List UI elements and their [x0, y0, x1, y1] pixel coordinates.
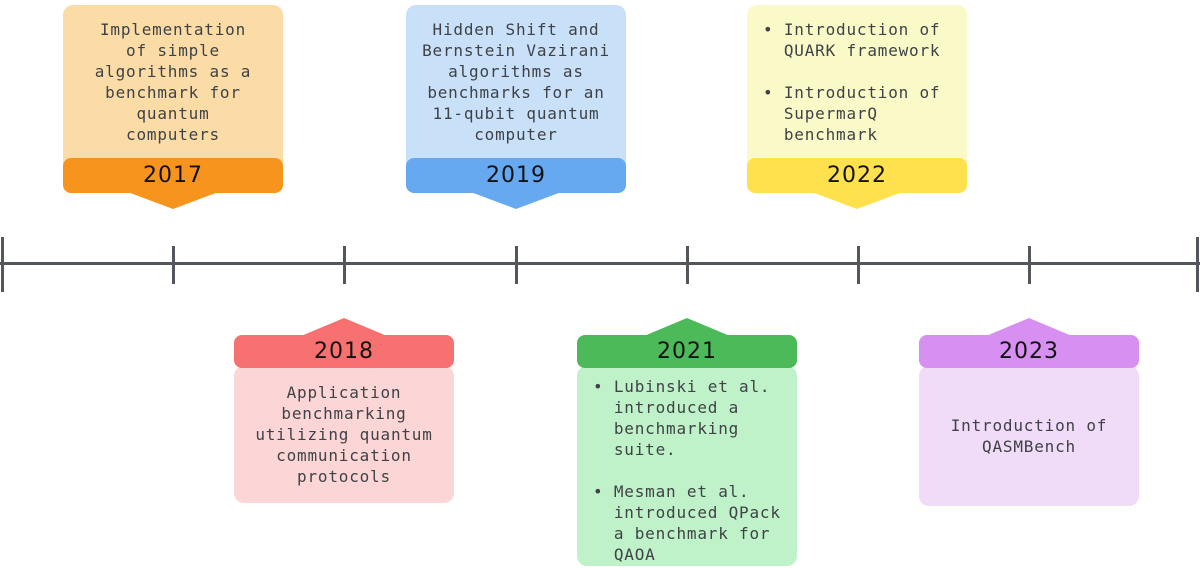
event-2022-year-band: 2022 [747, 158, 967, 193]
event-2023-year-band: 2023 [919, 335, 1139, 368]
event-2017-pointer-icon [125, 191, 221, 209]
axis-tick-2018 [343, 246, 346, 284]
axis-tick-2021 [686, 246, 689, 284]
event-2021-pointer-icon [644, 318, 730, 336]
event-2022-description: • Introduction of QUARK framework • Intr… [763, 20, 941, 144]
event-2018-pointer-icon [301, 318, 387, 336]
event-2022: • Introduction of QUARK framework • Intr… [747, 5, 967, 210]
event-2023-year-label: 2023 [999, 339, 1059, 364]
event-2018-description: Application benchmarking utilizing quant… [255, 383, 433, 486]
event-2019-year-band: 2019 [406, 158, 626, 193]
event-2018: 2018 Application benchmarking utilizing … [234, 318, 454, 568]
event-2019-description: Hidden Shift and Bernstein Vazirani algo… [422, 19, 610, 144]
event-2022-pointer-icon [809, 191, 905, 209]
axis-tick-2019 [515, 246, 518, 284]
event-2017-description: Implementation of simple algorithms as a… [94, 19, 252, 144]
event-2023-description-panel: Introduction of QASMBench [919, 366, 1139, 506]
event-2018-description-panel: Application benchmarking utilizing quant… [234, 366, 454, 503]
event-2017-year-label: 2017 [143, 163, 203, 188]
axis-tick-2022 [857, 246, 860, 284]
event-2019: Hidden Shift and Bernstein Vazirani algo… [406, 5, 626, 210]
axis-tick-start [1, 237, 4, 292]
axis-tick-2017 [172, 246, 175, 284]
timeline-axis-line [0, 262, 1200, 265]
event-2018-year-label: 2018 [314, 339, 374, 364]
event-2023-pointer-icon [986, 318, 1072, 336]
event-2021-year-band: 2021 [577, 335, 797, 368]
event-2021-description-panel: • Lubinski et al. introduced a benchmark… [577, 366, 797, 566]
event-2023-description: Introduction of QASMBench [950, 416, 1108, 456]
event-2017-year-band: 2017 [63, 158, 283, 193]
event-2019-pointer-icon [468, 191, 564, 209]
event-2021-description: • Lubinski et al. introduced a benchmark… [593, 377, 781, 564]
event-2021-year-label: 2021 [657, 339, 717, 364]
event-2021: 2021 • Lubinski et al. introduced a benc… [577, 318, 797, 568]
event-2019-year-label: 2019 [486, 163, 546, 188]
event-2018-year-band: 2018 [234, 335, 454, 368]
event-2017: Implementation of simple algorithms as a… [63, 5, 283, 210]
event-2023: 2023 Introduction of QASMBench [919, 318, 1139, 568]
axis-tick-end [1196, 237, 1199, 292]
axis-tick-2023 [1028, 246, 1031, 284]
event-2022-year-label: 2022 [827, 163, 887, 188]
